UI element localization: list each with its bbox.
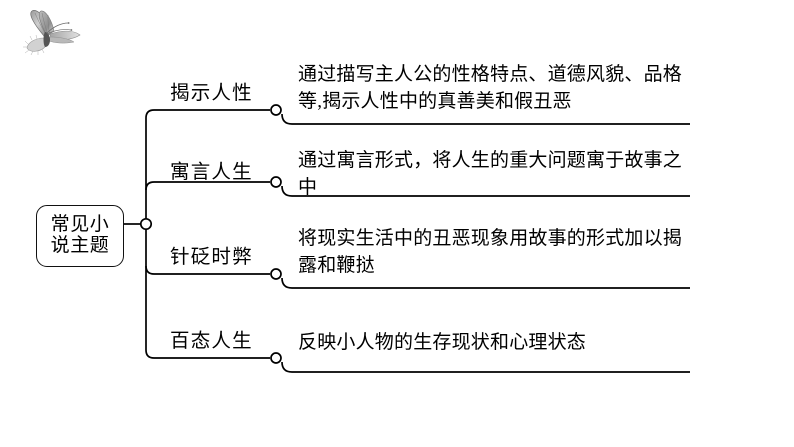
trunk-upper [145,109,155,224]
branch-3-elbow [145,265,155,275]
branch-2-dot [270,176,282,188]
branch-3-dot [270,268,282,280]
branch-description-2: 通过寓言形式，将人生的重大问题寓于故事之中 [298,150,683,198]
root-node-line-2: 说主题 [50,235,110,256]
root-node[interactable]: 常见小 说主题 [36,205,124,267]
branch-label-4[interactable]: 百态人生 [170,331,253,352]
branch-description-4: 反映小人物的生存现状和心理状态 [298,332,587,353]
branch-label-3[interactable]: 针砭时弊 [170,247,253,268]
branch-4-dot [270,352,282,364]
branch-label-1[interactable]: 揭示人性 [170,83,253,104]
branch-label-2[interactable]: 寓言人生 [170,162,253,183]
branch-2-elbow [145,181,155,191]
butterfly-icon [23,10,81,56]
branch-description-3: 将现实生活中的丑恶现象用故事的形式加以揭露和鞭挞 [298,228,683,276]
desc-4-underline [281,361,690,373]
branch-description-1: 通过描写主人公的性格特点、道德风貌、品格等,揭示人性中的真善美和假丑恶 [298,64,683,112]
branch-1-dot [270,104,282,116]
root-node-line-1: 常见小 [50,214,110,236]
root-junction-dot [139,217,153,231]
trunk-lower [145,224,155,359]
